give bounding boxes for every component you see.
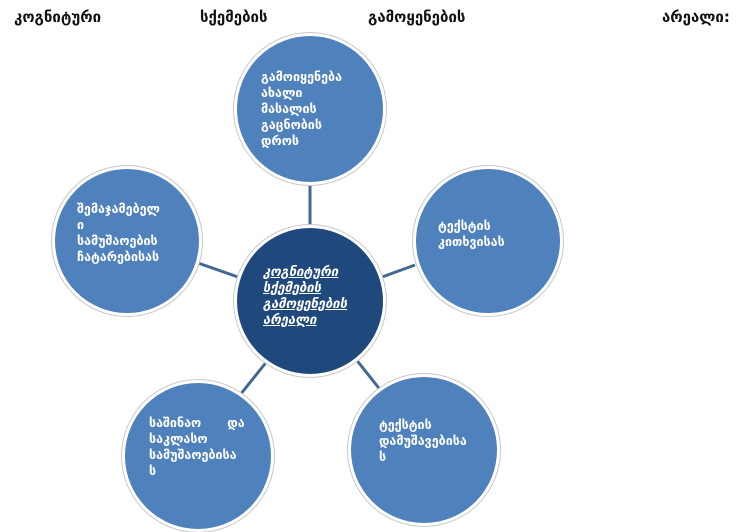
- center-node: კოგნიტური სქემების გამოყენების არეალი: [234, 225, 386, 377]
- center-text-line: კოგნიტური: [263, 265, 339, 280]
- node-text-line: ს: [149, 463, 157, 478]
- node-text-line: ახალი: [261, 85, 303, 100]
- center-text-line: არეალი: [263, 313, 317, 328]
- connector-left: [197, 261, 239, 279]
- node-text-line: დროს: [261, 133, 300, 148]
- heading-word: გამოყენების: [368, 8, 466, 26]
- node-text-line: ი: [77, 217, 85, 232]
- node-text-line: კითხვისას: [438, 234, 505, 249]
- node-text-line: ტექსტის: [438, 218, 491, 233]
- node-text-line: დამუშავებისა: [379, 433, 467, 448]
- heading-word: სქემების: [200, 8, 268, 26]
- node-home-class-work: საშინაო და საკლასო სამუშაოებისა ს: [122, 380, 274, 532]
- node-text-line: გაცნობის: [261, 117, 322, 132]
- node-text-line: საშინაო და: [149, 415, 245, 430]
- node-text-line: სამუშაოების: [77, 233, 158, 248]
- node-text-line: ტექსტის: [379, 417, 432, 432]
- connector-bottom-left: [238, 359, 270, 396]
- heading-word: არეალი:: [662, 8, 730, 26]
- node-text-line: შემაჯამებელ: [77, 201, 160, 216]
- node-text-processing: ტექსტის დამუშავებისა ს: [348, 374, 500, 526]
- node-summative-work: შემაჯამებელ ი სამუშაოების ჩატარებისას: [52, 166, 202, 316]
- center-text-line: სქემების: [263, 281, 322, 296]
- node-text-line: ს: [379, 449, 387, 464]
- node-new-material: გამოიყენება ახალი მასალის გაცნობის დროს: [234, 33, 386, 185]
- heading-word: კოგნიტური: [14, 8, 102, 26]
- node-text-reading: ტექსტის კითხვისას: [413, 166, 563, 316]
- node-text-line: გამოიყენება: [261, 69, 343, 84]
- connector-bottom-right: [353, 357, 384, 393]
- node-text-line: მასალის: [261, 101, 317, 116]
- node-text-line: სამუშაოებისა: [149, 447, 237, 462]
- node-text-line: ჩატარებისას: [77, 249, 160, 264]
- node-text-line: საკლასო: [149, 431, 208, 446]
- connector-right: [381, 263, 416, 279]
- center-text-line: გამოყენების: [263, 297, 348, 312]
